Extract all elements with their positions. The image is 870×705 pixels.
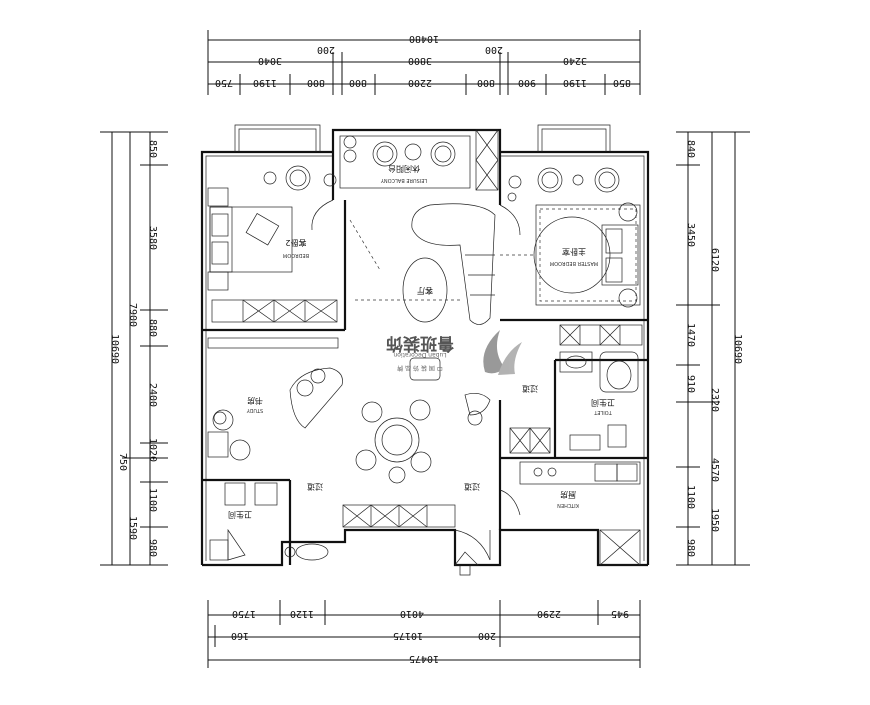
room-label-balcony: 休闲阳台 bbox=[388, 164, 420, 174]
dim-top-row3: 800 bbox=[477, 77, 495, 88]
dim-right-overall: 10690 bbox=[732, 334, 743, 364]
dim-left-inner: 850 bbox=[147, 140, 158, 158]
dim-top-row3: 1190 bbox=[563, 77, 587, 88]
dim-left-overall: 10690 bbox=[109, 334, 120, 364]
bedroom2-furniture bbox=[207, 187, 338, 323]
dim-top-row3: 850 bbox=[613, 77, 631, 88]
right-dimension-lines bbox=[676, 131, 750, 566]
right-bathroom-fixtures bbox=[509, 351, 639, 454]
left-bathroom-fixtures bbox=[209, 482, 329, 561]
room-label-corridor-right: 过道 bbox=[522, 384, 538, 394]
dim-bottom-row2: 10175 bbox=[393, 630, 423, 641]
dim-left-inner: 2400 bbox=[147, 383, 158, 407]
dim-left-extra: 750 bbox=[117, 453, 128, 471]
left-dimension-lines bbox=[100, 131, 168, 566]
room-label-corridor-left: 过道 bbox=[307, 482, 323, 492]
dim-left-inner: 1020 bbox=[147, 438, 158, 462]
dim-right-inner: 910 bbox=[685, 375, 696, 393]
watermark-en: Luban Decoration bbox=[393, 351, 446, 358]
dim-right-inner: 3450 bbox=[685, 223, 696, 247]
watermark-brand: 鲁班装饰 bbox=[386, 333, 454, 354]
dim-top-row2: 3040 bbox=[258, 55, 282, 66]
dim-left-inner: 880 bbox=[147, 319, 158, 337]
dining-table bbox=[355, 399, 432, 484]
study-furniture bbox=[207, 337, 343, 461]
exterior-walls bbox=[200, 124, 650, 567]
dim-top-row2: 3800 bbox=[408, 55, 432, 66]
dim-right-inner: 2320 bbox=[709, 388, 720, 412]
dim-right-inner: 1950 bbox=[709, 508, 720, 532]
top-dimension-lines bbox=[207, 30, 641, 95]
dim-right-sub2: 4570 bbox=[709, 458, 720, 482]
dim-bottom-row1: 1120 bbox=[290, 608, 314, 619]
dim-bottom-row2: 200 bbox=[478, 630, 496, 641]
dim-left-inner: 980 bbox=[147, 539, 158, 557]
room-sublabel-bedroom2: BEDROOM bbox=[283, 252, 309, 258]
room-label-living: 客厅 bbox=[417, 286, 433, 296]
plant-icon bbox=[213, 135, 522, 426]
room-label-kitchen: 厨房 bbox=[560, 490, 576, 500]
room-label-bedroom2: 客卧2 bbox=[285, 238, 306, 248]
dim-top-row3: 800 bbox=[307, 77, 325, 88]
corridor-plant bbox=[464, 393, 491, 416]
entrance-door bbox=[454, 529, 491, 576]
room-sublabel-master: MASTER BEDROOM bbox=[550, 260, 598, 266]
dim-bottom-row1: 4010 bbox=[400, 608, 424, 619]
kitchen-fixtures bbox=[499, 461, 641, 566]
dim-top-row3: 1190 bbox=[253, 77, 277, 88]
dim-right-sub: 6120 bbox=[709, 248, 720, 272]
dim-left-inner: 1100 bbox=[147, 488, 158, 512]
dim-top-row3: 900 bbox=[518, 77, 536, 88]
room-label-bath-left: 卫生间 bbox=[228, 510, 252, 520]
dim-top-row3: 2200 bbox=[408, 77, 432, 88]
dim-left-inner: 3580 bbox=[147, 226, 158, 250]
room-label-bath-right: 卫生间 bbox=[591, 398, 615, 408]
dim-right-inner: 1100 bbox=[685, 485, 696, 509]
master-bedroom-furniture bbox=[499, 202, 643, 346]
dim-bottom-row1: 1750 bbox=[232, 608, 256, 619]
room-label-corridor-center: 过道 bbox=[464, 482, 480, 492]
room-label-master: 主卧室 bbox=[562, 247, 586, 257]
dim-left-inner: 1590 bbox=[127, 516, 138, 540]
balcony-chairs bbox=[285, 141, 620, 193]
dim-top-row3: 800 bbox=[349, 77, 367, 88]
bottom-dimension-lines bbox=[207, 600, 641, 668]
dim-left-sub: 7900 bbox=[127, 303, 138, 327]
dim-top-row2: 200 bbox=[317, 44, 335, 55]
dim-bottom-row1: 945 bbox=[611, 608, 629, 619]
dim-bottom-overall: 10475 bbox=[409, 653, 439, 664]
room-sublabel-balcony: LEISURE BALCONY bbox=[380, 177, 427, 183]
watermark-sub: 中 国 装 饰 品 牌 bbox=[397, 364, 443, 372]
shoe-cabinet bbox=[342, 504, 456, 528]
room-sublabel-study: STUDY bbox=[246, 407, 263, 413]
watermark-logo bbox=[483, 330, 522, 375]
dim-right-inner: 1470 bbox=[685, 323, 696, 347]
living-room-furniture bbox=[349, 203, 496, 381]
dim-right-inner: 840 bbox=[685, 140, 696, 158]
dim-top-overall: 10480 bbox=[409, 33, 439, 44]
room-sublabel-bath-right: TOILET bbox=[593, 409, 612, 415]
dim-bottom-row2: 160 bbox=[231, 630, 249, 641]
dim-bottom-row1: 2290 bbox=[537, 608, 561, 619]
dim-right-inner: 980 bbox=[685, 539, 696, 557]
balcony-cabinet bbox=[475, 129, 499, 191]
dim-top-row3: 750 bbox=[215, 77, 233, 88]
dim-top-row2: 3240 bbox=[563, 55, 587, 66]
room-sublabel-kitchen: KITCHEN bbox=[557, 502, 579, 508]
room-label-study: 书房 bbox=[247, 396, 263, 406]
dim-top-row2: 200 bbox=[485, 44, 503, 55]
